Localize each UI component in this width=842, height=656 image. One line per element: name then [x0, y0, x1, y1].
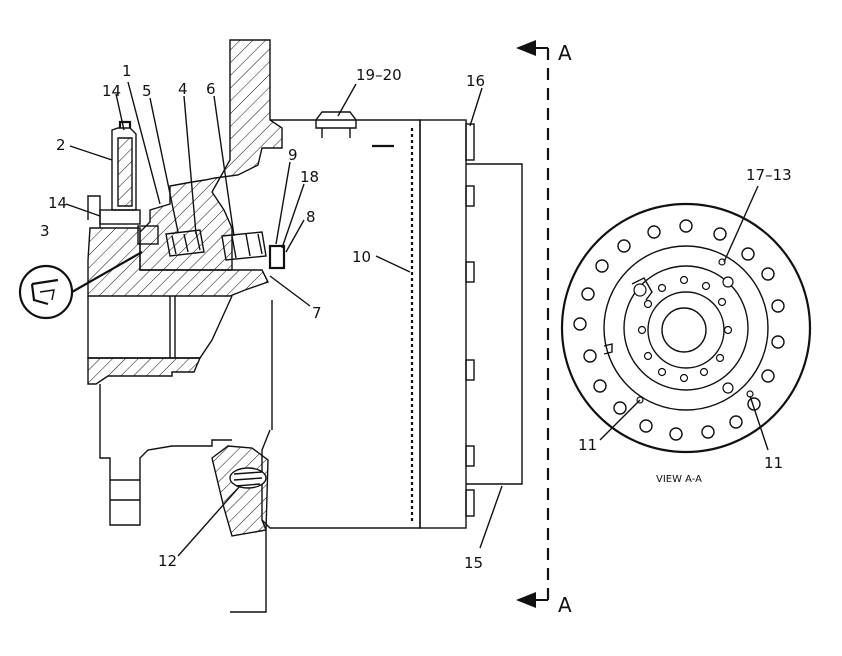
small-seal — [137, 225, 159, 245]
section-view — [18, 39, 550, 613]
callout-3: 3 — [40, 222, 50, 240]
end-cap — [466, 163, 523, 485]
detail-bubble — [18, 251, 143, 320]
bolt-circle — [603, 245, 769, 411]
callout-11a: 11 — [578, 436, 597, 454]
callout-1: 1 — [122, 62, 132, 80]
inner-ring — [623, 265, 749, 391]
small-notch — [603, 343, 613, 355]
section-mark-top: A — [558, 41, 572, 65]
lower-flange-hatch — [211, 445, 269, 537]
shaft-detail — [110, 479, 140, 501]
seal-housing-hatch — [117, 137, 133, 207]
cover-plate — [419, 119, 467, 529]
callout-10: 10 — [352, 248, 371, 266]
callout-labels: 1 2 3 4 5 6 7 8 9 10 11 11 12 14 14 15 1… — [40, 41, 792, 617]
upper-flange — [139, 39, 283, 271]
callout-14b: 14 — [48, 194, 67, 212]
callout-19-20: 19–20 — [356, 66, 402, 84]
callout-8: 8 — [306, 208, 316, 226]
callout-14a: 14 — [102, 82, 121, 100]
callout-5: 5 — [142, 82, 152, 100]
hub-ring — [647, 291, 725, 369]
callout-6: 6 — [206, 80, 216, 98]
leader-17-13 — [723, 185, 759, 263]
callout-11b: 11 — [764, 454, 783, 472]
lower-hub — [87, 357, 202, 385]
callout-4: 4 — [178, 80, 188, 98]
gear-teeth — [229, 467, 267, 489]
lug-mark — [631, 277, 653, 301]
callout-17-13: 17–13 — [746, 166, 792, 184]
fill-plug — [315, 111, 357, 129]
callout-15: 15 — [464, 554, 483, 572]
bolt-heads — [465, 123, 475, 517]
callout-18: 18 — [300, 168, 319, 186]
shaft-bore — [87, 295, 233, 359]
seal-ring — [118, 120, 132, 128]
leader-lines — [65, 81, 503, 557]
main-housing — [261, 119, 421, 529]
inner-small-holes — [633, 258, 754, 404]
leader-11a — [599, 399, 641, 441]
callout-7: 7 — [312, 304, 322, 322]
callout-12: 12 — [158, 552, 177, 570]
seal-block — [99, 209, 141, 225]
callout-16: 16 — [466, 72, 485, 90]
view-a-a — [560, 185, 812, 454]
outer-flange-circle — [560, 202, 812, 454]
output-shaft — [99, 384, 232, 526]
center-bore — [661, 307, 707, 353]
callout-9: 9 — [288, 146, 298, 164]
section-mark-bottom: A — [558, 593, 572, 617]
retainer-ring — [268, 244, 286, 270]
roller-bearing-inner — [165, 229, 205, 257]
callout-2: 2 — [56, 136, 66, 154]
leader-11b — [749, 395, 769, 451]
roller-bearing-outer — [221, 231, 267, 261]
outer-bolt-holes — [573, 219, 785, 441]
view-label: VIEW A-A — [656, 474, 702, 485]
